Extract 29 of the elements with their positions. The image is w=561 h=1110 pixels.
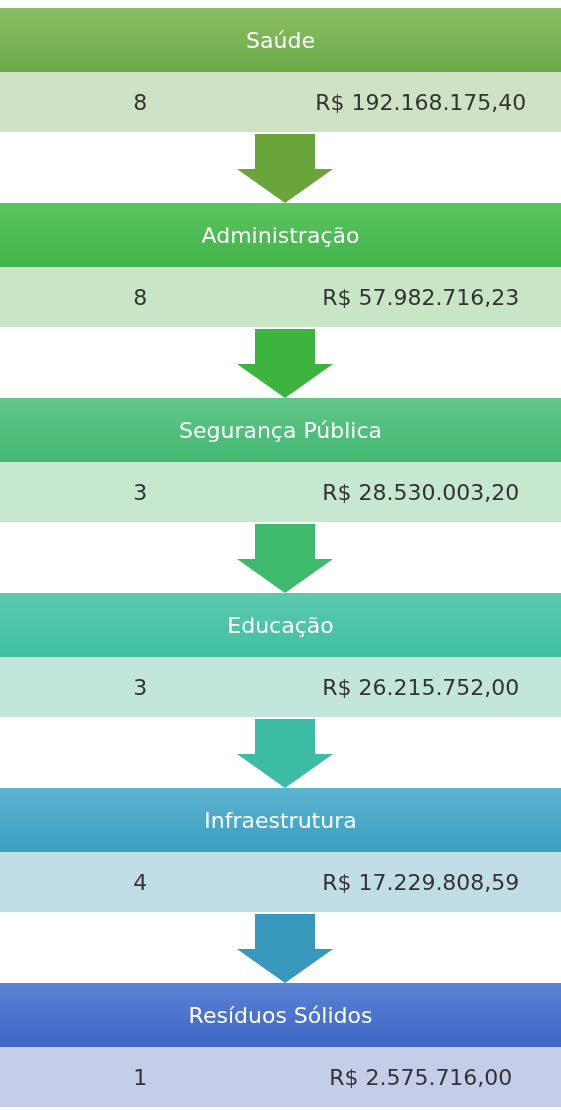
count-value: 8 <box>132 88 149 117</box>
down-arrow <box>237 329 333 398</box>
amount-value: R$ 26.215.752,00 <box>321 673 521 702</box>
count-value: 4 <box>132 868 149 897</box>
stage-block <box>0 398 561 524</box>
down-arrow <box>237 719 333 788</box>
stage-title: Administração <box>0 203 561 267</box>
stage-block <box>0 983 561 1109</box>
stage-title: Infraestrutura <box>0 788 561 852</box>
amount-value: R$ 57.982.716,23 <box>321 283 521 312</box>
stage-block <box>0 593 561 719</box>
amount-value: R$ 192.168.175,40 <box>314 88 528 117</box>
count-value: 1 <box>132 1063 149 1092</box>
down-arrow <box>237 134 333 203</box>
amount-value: R$ 17.229.808,59 <box>321 868 521 897</box>
stage-title: Educação <box>0 593 561 657</box>
count-value: 3 <box>132 478 149 507</box>
amount-value: R$ 2.575.716,00 <box>328 1063 514 1092</box>
stage-block <box>0 203 561 329</box>
down-arrow <box>237 914 333 983</box>
stage-title: Saúde <box>0 8 561 72</box>
stage-block <box>0 788 561 914</box>
stage-title: Resíduos Sólidos <box>0 983 561 1047</box>
amount-value: R$ 28.530.003,20 <box>321 478 521 507</box>
count-value: 3 <box>132 673 149 702</box>
stage-block <box>0 8 561 134</box>
stage-title: Segurança Pública <box>0 398 561 462</box>
count-value: 8 <box>132 283 149 312</box>
down-arrow <box>237 524 333 593</box>
